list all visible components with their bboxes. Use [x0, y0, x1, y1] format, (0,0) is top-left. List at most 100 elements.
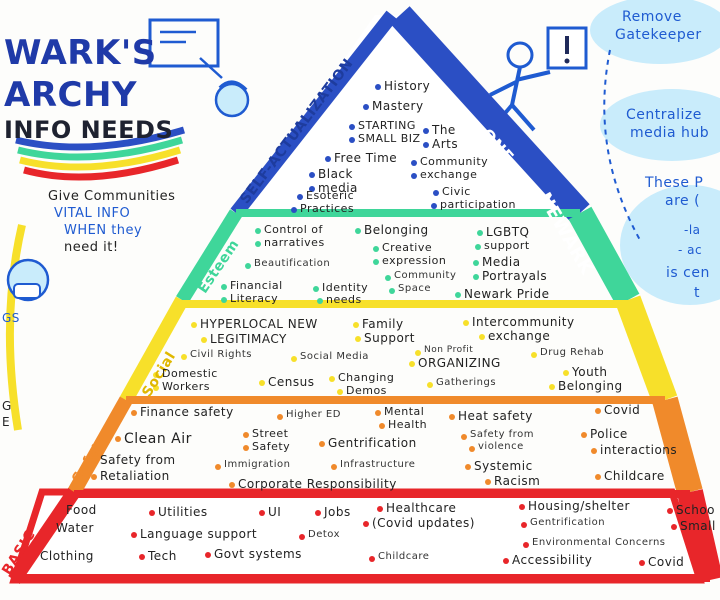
- right-top-1: Remove: [622, 9, 682, 25]
- safety-item-racism: Racism: [494, 474, 541, 488]
- basic-item-food: Food: [66, 503, 97, 517]
- bullet-dot: [375, 84, 381, 90]
- left-fragment-3: E: [2, 415, 11, 429]
- dashed-arrow: [603, 49, 641, 241]
- self-item-small-biz: SMALL BIZ: [358, 132, 421, 145]
- safety-item-higher-ed: Higher ED: [286, 409, 341, 420]
- left-note-3: WHEN they: [64, 223, 143, 238]
- safety-item-infrastructure: Infrastructure: [340, 459, 416, 470]
- right-middle-2: media hub: [630, 125, 710, 141]
- social-item-non-profit: Non Profit: [424, 345, 474, 355]
- bullet-dot: [433, 190, 439, 196]
- safety-item-retaliation: Retaliation: [100, 469, 170, 483]
- social-item-organizing: ORGANIZING: [418, 356, 501, 370]
- basic-item-small: Small: [680, 519, 716, 533]
- bullet-dot: [181, 354, 187, 360]
- title-line-1: WARK'S: [4, 33, 157, 73]
- self-item-mastery: Mastery: [372, 99, 424, 113]
- social-item-exchange: exchange: [488, 329, 551, 343]
- self-item-the: The: [432, 123, 456, 137]
- bullet-dot: [449, 414, 455, 420]
- basic-item-covid: Covid: [648, 555, 685, 569]
- bullet-dot: [423, 128, 429, 134]
- right-note-4: - ac: [678, 243, 703, 257]
- basic-item-childcare: Childcare: [378, 551, 430, 562]
- bullet-dot: [309, 186, 315, 192]
- bullet-dot: [243, 445, 249, 451]
- bullet-dot: [191, 322, 197, 328]
- bullet-dot: [337, 389, 343, 395]
- left-rainbow-arc: [5, 224, 26, 431]
- bullet-dot: [91, 474, 97, 480]
- bullet-dot: [313, 286, 319, 292]
- bullet-dot: [299, 534, 305, 540]
- right-note-3: -la: [684, 223, 701, 237]
- bullet-dot: [317, 298, 323, 304]
- social-item-belonging: Belonging: [558, 379, 623, 393]
- basic-item-tech: Tech: [148, 549, 177, 563]
- esteem-item-control-of: Control of: [264, 223, 323, 236]
- pyramid-edges: [8, 6, 720, 584]
- bullet-dot: [375, 410, 381, 416]
- basic-item-environmental: Environmental Concerns: [532, 537, 666, 548]
- bullet-dot: [215, 464, 221, 470]
- basic-item-housing: Housing/shelter: [528, 499, 630, 513]
- bullet-dot: [461, 434, 467, 440]
- bullet-dot: [349, 137, 355, 143]
- bullet-dot: [315, 510, 321, 516]
- safety-item-interactions: interactions: [600, 443, 678, 457]
- self-item-esoteric: Esoteric: [306, 189, 355, 202]
- self-item-civic: Civic: [442, 185, 471, 198]
- bullet-dot: [149, 510, 155, 516]
- basic-item-clothing: Clothing: [40, 549, 94, 563]
- social-item-legitimacy: LEGITIMACY: [210, 332, 287, 346]
- bullet-dot: [243, 432, 249, 438]
- esteem-item-needs: needs: [326, 293, 362, 306]
- self-item-starting: STARTING: [358, 119, 416, 132]
- bullet-dot: [667, 508, 673, 514]
- right-note-2: are (: [665, 193, 701, 209]
- bullet-dot: [519, 504, 525, 510]
- cloud-bottom: [620, 185, 720, 305]
- title-line-3: INFO NEEDS: [4, 116, 174, 144]
- bullet-dot: [475, 244, 481, 250]
- esteem-item-portrayals: Portrayals: [482, 269, 548, 283]
- left-fragment-2: G: [2, 399, 12, 413]
- esteem-item-expression: expression: [382, 254, 447, 267]
- bullet-dot: [221, 284, 227, 290]
- basic-item-govt: Govt systems: [214, 547, 302, 561]
- social-item-support: Support: [364, 331, 415, 345]
- bullet-dot: [47, 526, 53, 532]
- esteem-item-financial: Financial: [230, 279, 283, 292]
- esteem-item-belonging: Belonging: [364, 223, 429, 237]
- esteem-item-identity: Identity: [322, 281, 369, 294]
- basic-item-gentrification: Gentrification: [530, 517, 606, 528]
- esteem-item-support: support: [484, 239, 530, 252]
- social-item-civil-rights: Civil Rights: [190, 349, 252, 360]
- bullet-dot: [423, 142, 429, 148]
- social-item-intercommunity: Intercommunity: [472, 315, 575, 329]
- esteem-item-community: Community: [394, 270, 457, 281]
- basic-item-utilities: Utilities: [158, 505, 208, 519]
- self-item-history: History: [384, 79, 431, 93]
- safety-item-immigration: Immigration: [224, 459, 291, 470]
- cloud-shapes: [590, 0, 720, 305]
- bullet-dot: [411, 173, 417, 179]
- bullet-dot: [373, 246, 379, 252]
- social-item-family: Family: [362, 317, 404, 331]
- left-note-2: VITAL INFO: [54, 206, 131, 221]
- bullet-dot: [485, 479, 491, 485]
- alert-sign-icon: [546, 26, 588, 70]
- rainbow-swoosh: [15, 126, 185, 181]
- bullet-dot: [473, 274, 479, 280]
- safety-item-heat: Heat safety: [458, 409, 533, 423]
- safety-item-corporate: Corporate Responsibility: [238, 477, 397, 491]
- bullet-dot: [639, 560, 645, 566]
- bullet-dot: [473, 260, 479, 266]
- bullet-dot: [595, 408, 601, 414]
- bullet-dot: [131, 410, 137, 416]
- bullet-dot: [205, 552, 211, 558]
- bullet-dot: [277, 414, 283, 420]
- social-item-workers: Workers: [162, 380, 210, 393]
